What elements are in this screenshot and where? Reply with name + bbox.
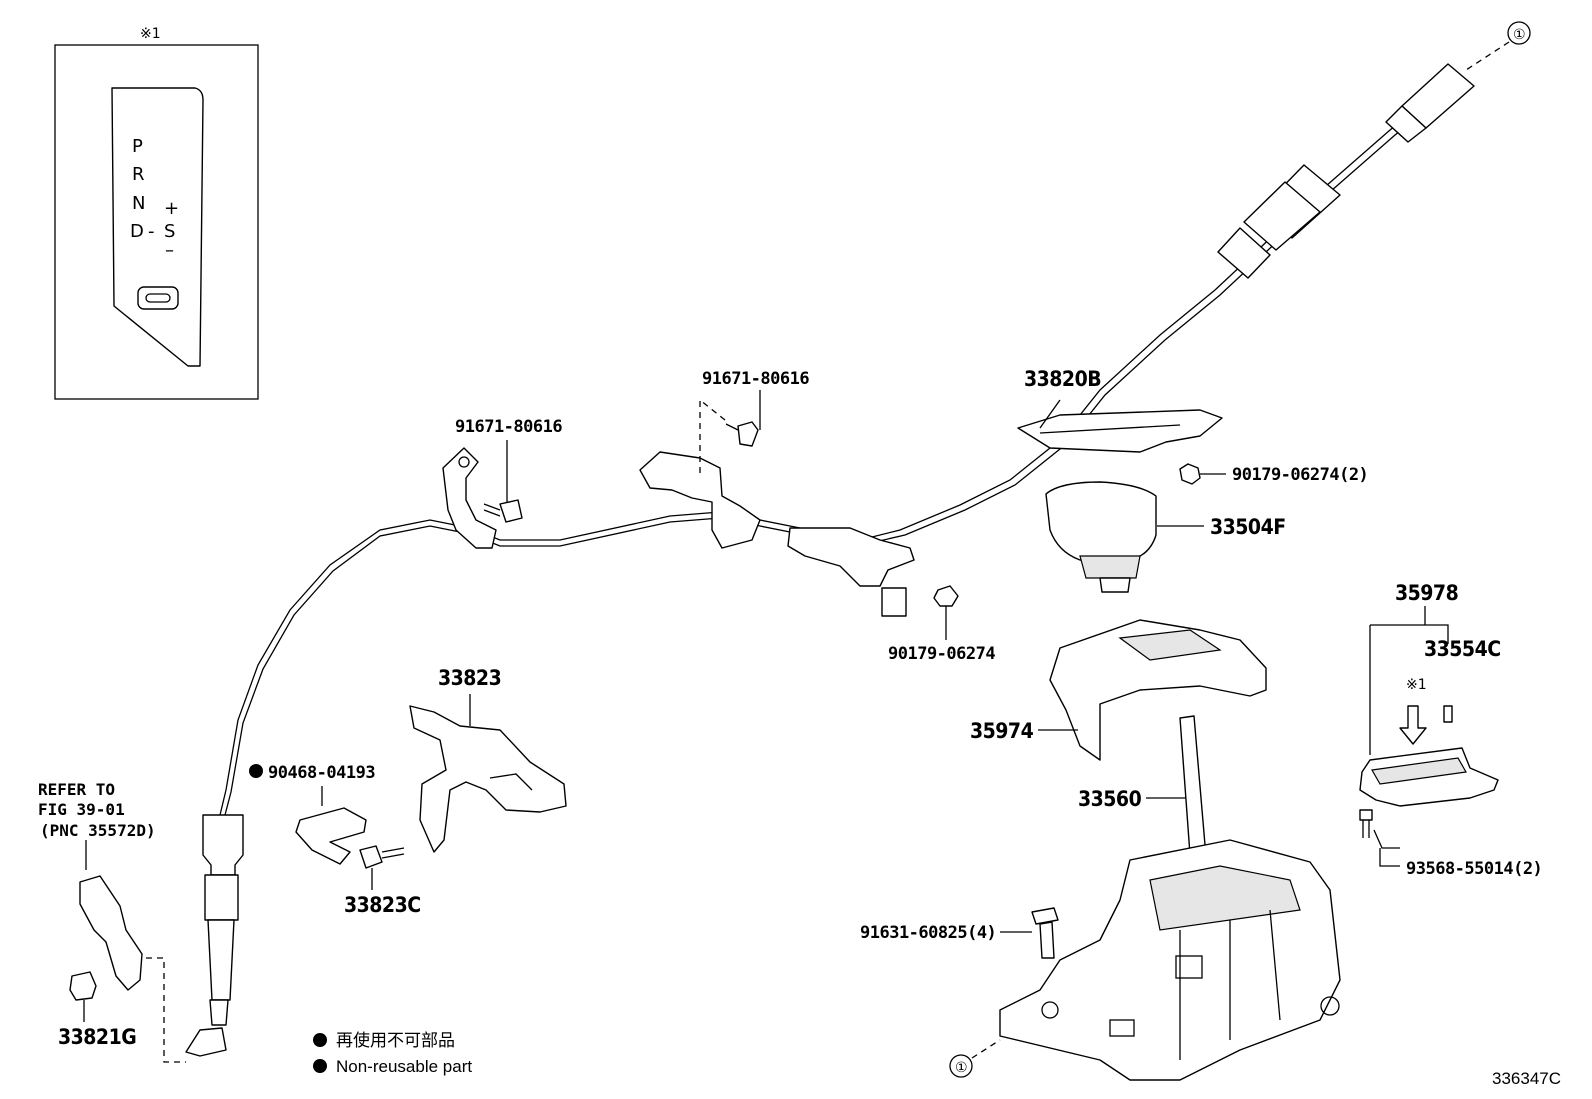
cable-end-sleeve [1385, 105, 1427, 143]
inset-shift-panel: ※1 P R N D - + S – [54, 26, 259, 400]
bracket-33823-body [409, 705, 567, 853]
bolt-33823C: 33823C [344, 845, 421, 917]
shift-knob: 33504F [1045, 481, 1286, 593]
cable-boot [209, 999, 229, 1026]
label-33560: 33560 [1078, 787, 1142, 811]
cable-sleeve-lower [204, 874, 239, 921]
bolt-91671-80616-right: 91671-80616 [699, 369, 810, 476]
shift-cable [185, 63, 1475, 1057]
shift-bezel-plate: 33820B [1017, 367, 1223, 453]
indicator-assembly: 35978 33554C ※1 93568-55014(2) [1359, 581, 1543, 879]
indicator-note-mark: ※1 [1406, 677, 1427, 693]
gear-n: N [132, 193, 145, 214]
bushing-33821G: 33821G [58, 971, 137, 1049]
legend-dot-icon-2 [313, 1059, 327, 1073]
arrow-down-icon [1399, 705, 1427, 745]
label-90179-06274-2: 90179-06274(2) [1232, 465, 1368, 485]
bezel-plate-33820B [1017, 409, 1223, 453]
shift-knob-body [1045, 481, 1157, 561]
cable-bracket-mid [639, 451, 761, 549]
refer-line3: (PNC 35572D) [40, 821, 156, 840]
diagram-id: 336347C [1492, 1069, 1561, 1088]
cable-grommet-2 [1243, 181, 1321, 251]
label-35978: 35978 [1395, 581, 1458, 605]
label-33823C: 33823C [344, 893, 421, 917]
refer-note: REFER TO FIG 39-01 (PNC 35572D) [38, 780, 186, 1063]
gear-d: D [130, 221, 144, 242]
clip-90468-body [295, 807, 367, 865]
cable-bracket-left [442, 447, 497, 549]
bracket-33823: 33823 [409, 666, 567, 853]
clip-90468-04193: 90468-04193 [249, 763, 376, 865]
nut-90179-06274-2: 90179-06274(2) [1179, 463, 1369, 485]
gear-minus: – [165, 240, 174, 261]
refer-line1: REFER TO [38, 780, 115, 799]
callout-top-right: ① [1465, 21, 1531, 71]
cable-bracket-tab [881, 587, 907, 617]
gear-s: S [164, 221, 175, 242]
panel-button [137, 286, 179, 310]
label-90468-04193: 90468-04193 [268, 763, 375, 783]
gear-dash: - [148, 221, 155, 242]
cable-adjuster [202, 814, 244, 876]
bolt-91671-80616-left: 91671-80616 [455, 417, 563, 523]
label-90179-06274: 90179-06274 [888, 644, 995, 664]
callout-bottom: ① [949, 1039, 1001, 1078]
shift-knob-base [1099, 577, 1131, 593]
label-35974: 35974 [970, 719, 1034, 743]
refer-line2: FIG 39-01 [38, 800, 125, 819]
legend: 再使用不可部品 Non-reusable part [313, 1030, 472, 1076]
label-33554C: 33554C [1424, 637, 1501, 661]
legend-jp: 再使用不可部品 [336, 1030, 455, 1050]
label-91631-60825-4: 91631-60825(4) [860, 923, 996, 943]
cable-bracket-right [787, 527, 915, 587]
legend-dot-icon-1 [313, 1033, 327, 1047]
callout-mark-top: ① [1513, 27, 1526, 43]
gear-plus: + [164, 198, 179, 219]
label-33504F: 33504F [1210, 515, 1286, 539]
shift-panel-plate [111, 87, 204, 367]
panel-button-inner [145, 293, 171, 303]
shift-lever-part-ref [79, 875, 143, 991]
legend-en: Non-reusable part [336, 1057, 472, 1076]
label-93568-55014-2: 93568-55014(2) [1406, 859, 1542, 879]
nut-90179-06274: 90179-06274 [888, 585, 996, 664]
cable-grommet-3 [1217, 227, 1271, 279]
lever-sensor [1175, 955, 1203, 979]
callout-mark-bottom: ① [955, 1060, 968, 1076]
inset-frame [54, 44, 259, 400]
non-reusable-dot-icon [249, 764, 263, 778]
label-91671-80616-b: 91671-80616 [455, 417, 562, 437]
label-33821G: 33821G [58, 1025, 136, 1049]
gear-r: R [132, 164, 145, 185]
bolt-91631-60825: 91631-60825(4) [860, 907, 1059, 959]
housing-cover-35974 [1049, 619, 1267, 761]
label-91671-80616-a: 91671-80616 [702, 369, 809, 389]
inset-note-mark: ※1 [140, 26, 161, 42]
cable-end-eye [185, 1027, 227, 1057]
shift-housing-cover: 35974 [970, 619, 1267, 761]
gear-p: P [132, 136, 143, 157]
shift-lever-assembly: 33560 [999, 715, 1341, 1081]
shift-knob-collar [1079, 555, 1141, 579]
screw-93568-55014 [1359, 809, 1373, 821]
label-33820B: 33820B [1024, 367, 1101, 391]
clip-33554C [1443, 705, 1453, 723]
cable-rod-lower [207, 919, 235, 1001]
label-33823: 33823 [438, 666, 501, 690]
